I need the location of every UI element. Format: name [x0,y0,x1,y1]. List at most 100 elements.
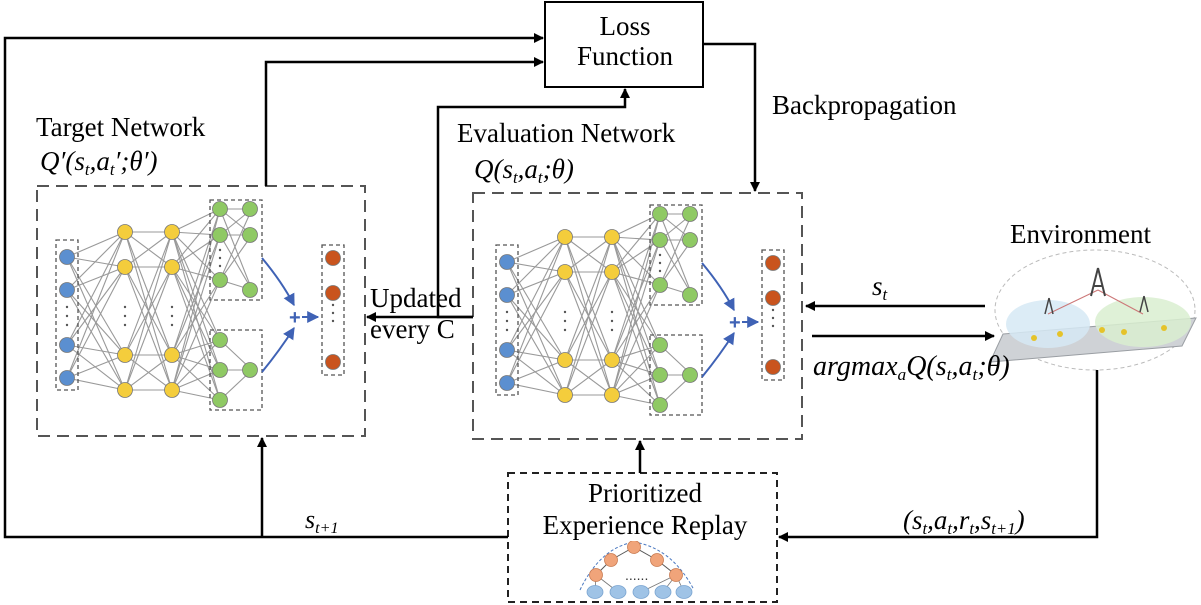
edge [66,377,126,391]
edge [66,231,126,258]
value-node [242,227,258,243]
ellipsis-dot [771,324,775,328]
edge [124,231,173,268]
edge [124,354,173,391]
ellipsis-dot [218,256,222,260]
edge [506,294,566,396]
edge [506,236,566,296]
edge [506,236,566,351]
hidden-node [604,229,620,245]
transition-a-sub: t [947,519,953,539]
value-node [212,272,228,288]
edge [611,344,661,361]
replay-line2: Experience Replay [542,510,748,540]
input-layer-frame [55,239,79,391]
merge-arrow [701,262,735,312]
ellipsis-dot [123,314,127,318]
replay-to-loss-arrow [3,33,544,539]
output-layer-frame [761,249,785,381]
edge [66,256,126,268]
hidden-node [117,347,133,363]
hidden-node [557,264,573,280]
edge [564,271,613,396]
edge [66,266,126,291]
action-s: s [935,351,947,382]
transition-s2: s [980,505,992,535]
input-node [59,337,75,353]
replay-buffer-box [507,472,778,603]
action-argmax: argmax [813,351,898,382]
edge [219,208,253,281]
tree-leaf [586,585,604,599]
edge [611,271,661,406]
advantage-node [212,362,228,378]
edge [506,271,566,296]
updated-line1: Updated [370,283,462,313]
edge [171,208,221,391]
ellipsis-dot [610,319,614,323]
value-node [242,201,258,217]
edge [171,339,221,356]
edge [611,394,661,406]
value-node [652,232,668,248]
output-node [325,250,341,266]
ellipsis-dot [218,248,222,252]
merge-arrow [261,257,295,307]
ellipsis-dot [658,261,662,265]
loss-function-box [544,1,704,88]
evaluation-network-title: Evaluation Network [457,118,676,148]
evaluation-network-box [472,192,803,440]
action-q: Q( [906,351,936,382]
output-node [765,290,781,306]
advantage-node [682,367,698,383]
edge [564,236,613,396]
hidden-node [557,387,573,403]
action-a-sub: t [972,365,978,385]
replay-tree-graphic: ...... [579,540,695,599]
edge [506,349,566,361]
ellipsis-dot [771,308,775,312]
ellipsis-dot [771,316,775,320]
ellipsis-dot [505,319,509,323]
vehicle [1161,325,1167,331]
formula-s-sub: t [84,160,90,180]
base-station-tower [1090,267,1106,297]
hidden-node [604,352,620,368]
evaluation-network-graphic: + [495,204,785,416]
edge [611,271,661,286]
ellipsis-dot [331,319,335,323]
edge [66,344,126,356]
edge [611,213,661,273]
formula-theta: ;θ′) [120,146,158,176]
replay-line1: Prioritized [588,478,702,508]
edge [171,231,221,401]
edge [659,239,693,296]
edge [171,266,221,401]
tree-leaf [632,585,650,599]
edge [506,236,566,384]
hidden-node [164,259,180,275]
transition-s: s [912,505,923,535]
advantage-node [652,337,668,353]
ellipsis-dot [331,303,335,307]
action-label: argmaxaQ(st,at;θ) [813,353,1010,384]
network-edges [66,208,253,401]
merge-arrow [261,326,295,373]
environment-zone-right [1095,297,1191,347]
ellipsis-dot [505,328,509,332]
ellipsis-dot [123,323,127,327]
edge [171,266,221,281]
edge [66,344,126,391]
edge [659,213,693,286]
transition-s-sub: t [922,519,928,539]
environment-zone-left [1006,300,1090,348]
state-label: st [872,273,887,304]
value-node [652,277,668,293]
edge [66,231,126,291]
formula-a: a [96,146,110,176]
edge [611,359,661,376]
edge [659,239,693,286]
edge [611,236,661,346]
edge [611,213,661,238]
edge [611,239,661,361]
